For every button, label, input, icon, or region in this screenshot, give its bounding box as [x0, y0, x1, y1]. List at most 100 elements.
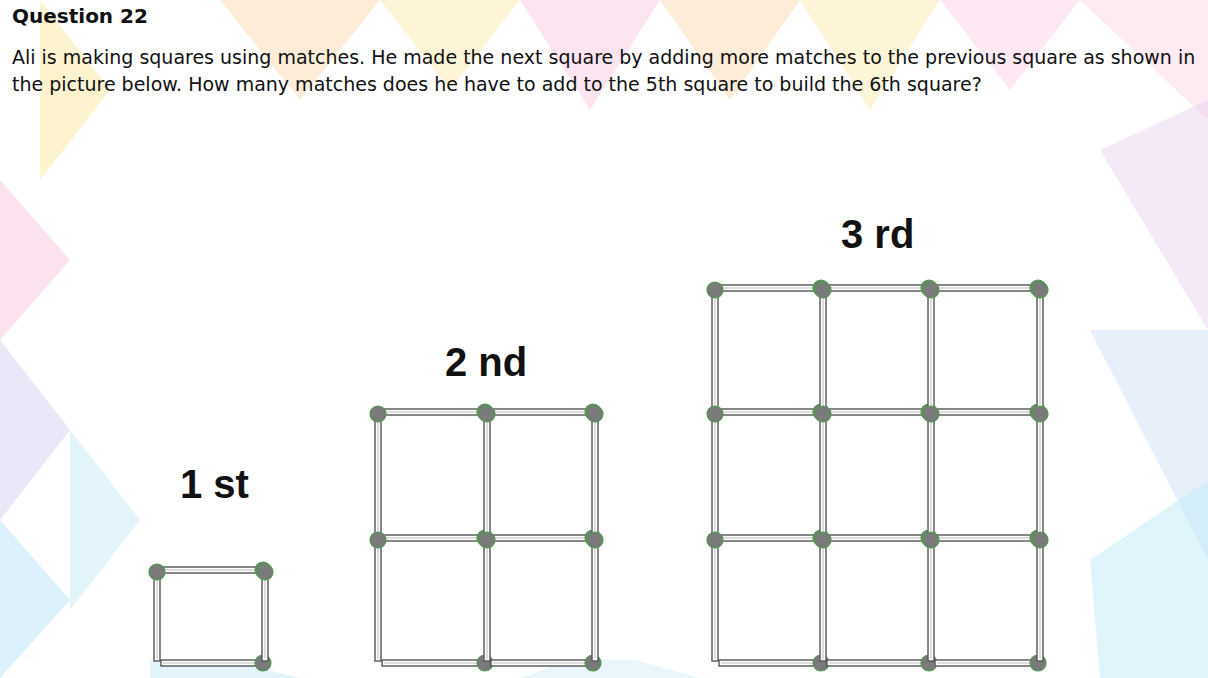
match-shine: [937, 663, 1036, 664]
match-head: [1032, 406, 1048, 422]
match-head: [257, 564, 273, 580]
match-stick: [1032, 282, 1048, 410]
match-head: [707, 282, 723, 298]
match-body: [820, 542, 826, 661]
match-body: [161, 567, 263, 573]
match-stick: [815, 282, 831, 410]
match-head: [923, 282, 939, 298]
match-shine: [493, 663, 591, 664]
match-shine: [829, 412, 927, 413]
match-shine: [1040, 418, 1041, 534]
match-stick: [707, 282, 723, 410]
match-shine: [931, 544, 932, 659]
match-body: [719, 409, 821, 415]
match-body: [1037, 416, 1043, 536]
match-head: [815, 282, 831, 298]
match-stick: [491, 404, 601, 420]
match-shine: [937, 412, 1036, 413]
match-body: [484, 542, 490, 661]
match-body: [161, 660, 263, 666]
match-body: [712, 542, 718, 661]
match-body: [827, 409, 929, 415]
match-body: [719, 660, 821, 666]
match-stick: [370, 406, 386, 536]
match-stick: [923, 406, 939, 536]
figure-label: 3 rd: [841, 212, 914, 257]
match-shine: [384, 538, 483, 539]
match-body: [935, 285, 1038, 291]
match-body: [827, 660, 929, 666]
match-head: [587, 532, 603, 548]
match-head: [923, 406, 939, 422]
match-head: [707, 406, 723, 422]
match-body: [382, 660, 485, 666]
match-body: [935, 535, 1038, 541]
match-shine: [715, 418, 716, 534]
match-body: [1037, 292, 1043, 410]
match-body: [1037, 542, 1043, 661]
match-stick: [827, 404, 937, 420]
match-shine: [937, 288, 1036, 289]
match-shine: [829, 663, 927, 664]
match-shine: [931, 294, 932, 408]
match-shine: [715, 294, 716, 408]
match-shine: [487, 544, 488, 659]
match-shine: [163, 663, 261, 664]
match-shine: [937, 538, 1036, 539]
match-body: [712, 292, 718, 410]
match-shine: [931, 418, 932, 534]
match-shine: [378, 418, 379, 534]
match-stick: [382, 404, 493, 420]
match-grids: [149, 280, 1048, 671]
match-body: [935, 409, 1038, 415]
match-body: [827, 535, 929, 541]
match-stick: [491, 655, 601, 671]
match-stick: [827, 655, 937, 671]
match-shine: [493, 538, 591, 539]
match-stick: [815, 532, 831, 661]
match-stick: [827, 280, 937, 296]
match-stick: [382, 530, 493, 546]
match-body: [820, 292, 826, 410]
match-stick: [935, 404, 1046, 420]
match-body: [154, 574, 160, 661]
match-shine: [487, 418, 488, 534]
match-stick: [149, 564, 165, 661]
match-shine: [721, 288, 819, 289]
match-head: [370, 532, 386, 548]
figure-label: 2 nd: [445, 340, 527, 385]
match-body: [484, 416, 490, 536]
match-shine: [829, 288, 927, 289]
match-shine: [163, 570, 261, 571]
match-shine: [715, 544, 716, 659]
match-shine: [595, 418, 596, 534]
match-body: [928, 542, 934, 661]
match-stick: [719, 280, 829, 296]
match-shine: [829, 538, 927, 539]
match-stick: [1032, 406, 1048, 536]
match-shine: [384, 412, 483, 413]
match-head: [479, 532, 495, 548]
match-stick: [161, 655, 271, 671]
match-body: [827, 285, 929, 291]
question-heading: Question 22: [12, 4, 148, 28]
match-body: [719, 285, 821, 291]
match-stick: [923, 532, 939, 661]
match-shine: [721, 663, 819, 664]
match-head: [149, 564, 165, 580]
match-shine: [1040, 544, 1041, 659]
match-stick: [707, 406, 723, 536]
figure-label: 1 st: [180, 462, 249, 507]
match-shine: [823, 418, 824, 534]
match-body: [382, 409, 485, 415]
match-shine: [265, 576, 266, 659]
match-head: [587, 406, 603, 422]
match-stick: [935, 530, 1046, 546]
match-shine: [493, 412, 591, 413]
match-shine: [595, 544, 596, 659]
match-stick: [935, 280, 1046, 296]
question-text: Ali is making squares using matches. He …: [12, 44, 1200, 98]
match-body: [491, 660, 593, 666]
